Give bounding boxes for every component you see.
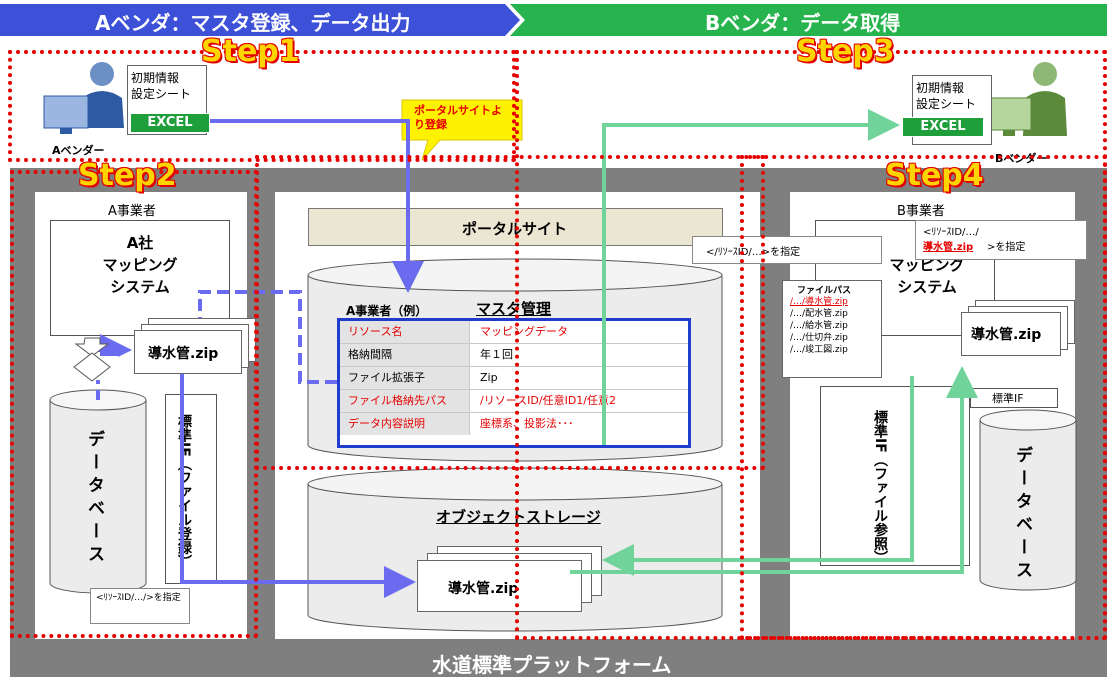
b-std-if-small-box (970, 388, 1058, 408)
step2-portal-box (255, 155, 765, 470)
a-zip-label: 導水管.zip (148, 346, 219, 362)
a-excel-badge: EXCEL (130, 113, 210, 133)
step1-label: Step1 (201, 34, 300, 69)
header-banner (0, 4, 1107, 36)
master-table-value: 座標系、投影法･･･ (480, 417, 574, 430)
master-table-key: ファイル格納先パス (340, 390, 470, 412)
a-mapping-system-label: A社 マッピング システム (102, 234, 178, 296)
b-callout-path-text: </ﾘｿｰｽID/…>を指定 (706, 247, 801, 258)
a-mapping-system-box (50, 220, 230, 336)
a-vendor-label: Aベンダー (52, 144, 105, 157)
platform-title: 水道標準プラットフォーム (432, 653, 672, 677)
filepath-doc (782, 280, 882, 378)
a-resource-note-text: <ﾘｿｰｽID/…/>を指定 (96, 593, 181, 603)
step3-label: Step3 (796, 34, 895, 69)
master-operator-label: A事業者（例） (346, 304, 428, 318)
portal-callout-text: ポータルサイトより登録 (414, 104, 502, 131)
a-operator-title: A事業者 (108, 204, 156, 219)
master-table-value: Zip (480, 371, 498, 384)
b-vendor-person-icon (986, 62, 1067, 136)
master-table-row: リソース名マッピングデータ (340, 321, 688, 344)
b-callout-zip-tail: >を指定 (987, 242, 1026, 253)
step2-box (10, 170, 258, 638)
step4-box (740, 155, 1107, 640)
b-callout-path (692, 236, 882, 264)
master-title: マスタ管理 (476, 300, 552, 318)
master-table-key: データ内容説明 (340, 413, 470, 435)
header-right-title: Bベンダ：データ取得 (705, 11, 901, 35)
filepath-item: /…/導水管.zip (790, 297, 848, 307)
filepath-title: ファイルパス (797, 286, 852, 296)
a-resource-note (90, 588, 190, 624)
b-zip-file (961, 312, 1061, 356)
portal-site-title: ポータルサイト (462, 220, 568, 238)
master-table-key: 格納間隔 (340, 344, 470, 366)
b-callout-zip-name: 導水管.zip (923, 242, 974, 253)
b-init-sheet-line2: 設定シート (916, 97, 977, 111)
filepath-list: /…/導水管.zip /…/配水管.zip /…/給水管.zip /…/仕切弁.… (790, 296, 848, 356)
b-excel-badge: EXCEL (902, 117, 984, 137)
b-init-sheet-line1: 初期情報 (916, 81, 965, 95)
header-left-title: Aベンダ：マスタ登録、データ出力 (95, 11, 411, 35)
b-database-label: データベース (1012, 446, 1032, 584)
b-std-if-label: 標準IF（ファイル参照） (872, 410, 888, 565)
storage-zip-file (417, 560, 582, 612)
a-std-if-box (165, 394, 217, 584)
master-table-row: ファイル格納先パス/リソースID/任意ID1/任意2 (340, 390, 688, 413)
step2-label: Step2 (78, 158, 177, 193)
b-operator-title: B事業者 (897, 204, 945, 219)
b-std-if-small-label: 標準IF (992, 392, 1024, 405)
master-table-key: ファイル拡張子 (340, 367, 470, 389)
step1-box (8, 50, 516, 162)
master-table-value: マッピングデータ (480, 325, 568, 338)
master-table-value: 年１回 (480, 348, 513, 361)
master-table-row: ファイル拡張子 Zip (340, 367, 688, 390)
filepath-item: /…/竣工図.zip (790, 345, 848, 355)
a-init-sheet-line1: 初期情報 (131, 71, 180, 85)
a-init-sheet-line2: 設定シート (131, 87, 192, 101)
master-table-key: リソース名 (340, 321, 470, 343)
step4-label: Step4 (885, 158, 984, 193)
master-table-value: /リソースID/任意ID1/任意2 (480, 394, 616, 407)
b-std-if-box (820, 386, 970, 566)
master-table-row: データ内容説明座標系、投影法･･･ (340, 413, 688, 435)
a-vendor-person-icon (43, 62, 124, 134)
b-callout-zip (915, 220, 1087, 260)
storage-zip-label: 導水管.zip (448, 581, 519, 597)
filepath-item: /…/給水管.zip (790, 321, 848, 331)
b-callout-zip-line1: <ﾘｿｰｽID/…/ (923, 227, 979, 238)
filepath-item: /…/配水管.zip (790, 309, 848, 319)
a-database-label: データベース (84, 430, 104, 568)
b-zip-label: 導水管.zip (971, 327, 1042, 343)
filepath-item: /…/仕切弁.zip (790, 333, 848, 343)
master-table-row: 格納間隔年１回 (340, 344, 688, 367)
a-zip-file (134, 330, 242, 374)
